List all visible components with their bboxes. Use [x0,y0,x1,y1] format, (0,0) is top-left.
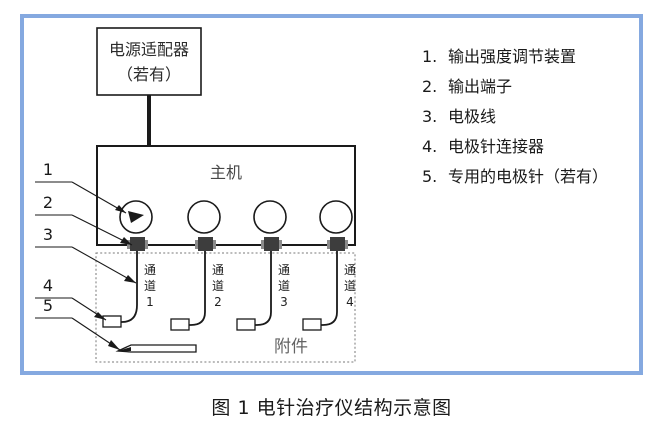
accessory-block: 附件 [95,252,356,363]
channel-2-char3: 2 [214,295,222,309]
needle-tip-icon [118,347,131,351]
callout-1: 1 [35,160,127,214]
callout-5-arrow-icon [108,340,120,350]
channel-4-char3: 4 [346,295,354,309]
callout-2-number: 2 [43,193,53,212]
legend-item-3: 3. 电极线 [422,107,496,126]
callout-5: 5 [35,296,121,351]
intensity-knob-4[interactable] [319,200,353,234]
channel-label-4: 通 道 4 [344,263,356,309]
needle-body [115,344,197,353]
figure-caption: 图 1 电针治疗仪结构示意图 [211,397,452,419]
intensity-knob-2[interactable] [187,200,221,234]
callout-4-arrow-icon [94,312,106,320]
legend-item-5-text: 专用的电极针（若有） [448,167,608,186]
output-terminal-1[interactable] [127,237,148,251]
legend-item-2: 2. 输出端子 [422,77,512,96]
legend-item-1: 1. 输出强度调节装置 [422,47,576,66]
legend-item-4-text: 电极针连接器 [448,137,544,156]
legend-item-1-text: 输出强度调节装置 [448,47,576,66]
accessory-label: 附件 [274,337,308,357]
electrode-cable-2 [170,251,206,331]
terminal-body-2 [198,237,213,251]
callout-3: 3 [35,225,137,284]
electrode-connector-3[interactable] [236,318,256,331]
channel-4-char1: 通 [344,263,356,277]
legend-item-2-number: 2. [422,77,437,96]
channel-label-3: 通 道 3 [278,263,290,309]
channel-3-char1: 通 [278,263,290,277]
output-terminal-3[interactable] [261,237,282,251]
callout-2-arrow-icon [120,237,132,245]
power-adapter-label-line1: 电源适配器 [109,40,189,59]
legend-item-2-text: 输出端子 [448,77,512,96]
callout-3-arrow-icon [124,275,136,283]
electrode-needle[interactable] [115,344,197,353]
electrode-connector-1[interactable] [102,315,122,328]
legend-list: 1. 输出强度调节装置 2. 输出端子 3. 电极线 4. 电极针连接器 5. … [422,47,608,186]
figure-frame [20,14,643,375]
legend-item-5-number: 5. [422,167,437,186]
accessory-dashed-box [95,252,356,363]
electrode-cable-1 [102,251,138,328]
terminal-body-3 [264,237,279,251]
legend-item-4: 4. 电极针连接器 [422,137,544,156]
cable-path-2 [187,251,206,326]
callout-3-number: 3 [43,225,53,244]
electrode-cable-3 [236,251,272,331]
intensity-knob-3[interactable] [253,200,287,234]
cable-path-3 [253,251,272,326]
legend-item-1-number: 1. [422,47,437,66]
callout-5-number: 5 [43,296,53,315]
main-unit-label: 主机 [210,163,242,182]
callout-4-number: 4 [43,276,53,295]
terminal-body-4 [330,237,345,251]
channel-1-char2: 道 [144,279,156,293]
callout-2: 2 [35,193,133,246]
channel-1-char1: 通 [144,263,156,277]
channel-1-char3: 1 [146,295,154,309]
channel-2-char2: 道 [212,279,224,293]
main-unit-block: 主机 [96,145,356,251]
callout-1-number: 1 [43,160,53,179]
legend-item-4-number: 4. [422,137,437,156]
electrode-cable-4 [302,251,338,331]
legend-item-3-text: 电极线 [448,107,496,126]
electrode-connector-4[interactable] [302,318,322,331]
callout-3-leader [71,246,137,284]
channel-3-char2: 道 [278,279,290,293]
output-terminal-4[interactable] [327,237,348,251]
callout-4: 4 [35,276,107,321]
terminal-body-1 [130,237,145,251]
cable-path-4 [319,251,338,326]
power-adapter-block: 电源适配器 （若有） [96,27,202,146]
callout-1-arrow-icon [115,205,126,213]
output-terminal-2[interactable] [195,237,216,251]
electrode-connector-2[interactable] [170,318,190,331]
channel-label-2: 通 道 2 [212,263,224,309]
legend-item-3-number: 3. [422,107,437,126]
power-adapter-label-line2: （若有） [117,65,181,84]
channel-4-char2: 道 [344,279,356,293]
channel-2-char1: 通 [212,263,224,277]
channel-label-1: 通 道 1 [144,263,156,309]
cable-path-1 [118,251,138,323]
power-adapter-box [96,27,202,96]
channel-3-char3: 3 [280,295,288,309]
legend-item-5: 5. 专用的电极针（若有） [422,167,608,186]
intensity-knob-1[interactable] [119,200,153,234]
knob-pointer-icon-1 [128,211,144,223]
